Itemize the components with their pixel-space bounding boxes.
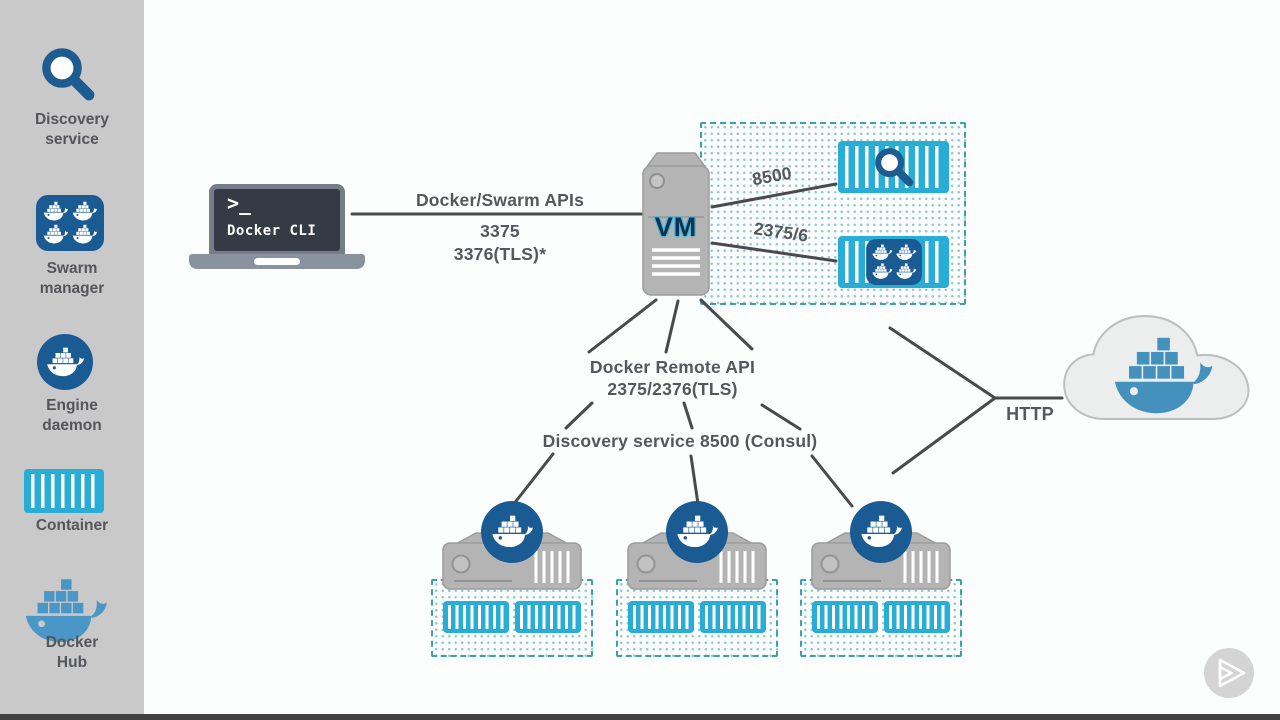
whale-glyph: [860, 515, 902, 549]
edge-label-port-3375: 3375: [480, 221, 520, 241]
swarm-whales-icon: [866, 239, 922, 285]
edge-discovery-to-node2: [689, 454, 700, 506]
container-stripes: [31, 474, 97, 508]
node1-docker-engine-icon: [481, 501, 543, 563]
edge-api-fan-left: [564, 401, 594, 430]
edge-vm-fan-left: [587, 298, 658, 354]
swarm-whales-icon: [36, 194, 104, 252]
node3-container-2: [884, 601, 950, 633]
laptop-base: [189, 254, 365, 269]
node2-container-2: [700, 601, 766, 633]
double-play-icon: [1218, 658, 1246, 688]
edge-label-remote-api-ports: 2375/2376(TLS): [607, 379, 738, 399]
whale-glyph: [46, 347, 84, 378]
container-stripes: [705, 605, 761, 629]
whale-glyph: [676, 515, 718, 549]
docker-cli-label: Docker CLI: [227, 223, 317, 239]
legend-label-engine-daemon: Engine daemon: [42, 397, 102, 434]
edge-label-discovery-consul: Discovery service 8500 (Consul): [542, 431, 818, 451]
edge-discovery-to-node3: [810, 454, 854, 508]
node3-container-1: [812, 601, 878, 633]
terminal-prompt: >_: [227, 191, 252, 215]
edge-label-port-3376-tls: 3376(TLS)*: [453, 244, 547, 264]
legend-label-docker-hub: Docker Hub: [45, 634, 99, 671]
legend-label-container: Container: [35, 517, 109, 534]
legend-label-swarm-manager: Swarm manager: [39, 260, 105, 297]
docker-hub-cloud: [1063, 315, 1250, 420]
swarm-manager-container: [838, 236, 949, 288]
node2-docker-engine-icon: [666, 501, 728, 563]
edge-vm-fan-mid: [664, 299, 680, 354]
terminal-screen: >_ Docker CLI: [214, 189, 340, 251]
edge-label-docker-swarm-apis: Docker/Swarm APIs: [415, 190, 585, 210]
legend-label-discovery-service: Discovery service: [34, 111, 110, 148]
container-stripes: [817, 605, 873, 629]
legend-sidebar: Discovery service Swarm manager Engine d…: [0, 0, 144, 714]
edge-discovery-to-node1: [511, 452, 555, 507]
container-icon: [24, 469, 104, 513]
container-stripes: [448, 605, 504, 629]
edge-swarmbox-to-hub: [888, 326, 997, 400]
docker-whale-icon: [37, 334, 93, 390]
play-button[interactable]: [1204, 648, 1254, 698]
edge-nodes-to-hub: [891, 396, 997, 475]
edge-api-fan-mid: [682, 401, 694, 430]
edge-api-fan-right: [760, 403, 802, 431]
container-stripes: [520, 605, 576, 629]
discovery-service-container: [838, 141, 949, 193]
edge-vm-fan-right: [699, 298, 754, 351]
magnifier-icon: [872, 145, 916, 189]
bottom-bar: [0, 714, 1280, 720]
whale-glyph: [491, 515, 533, 549]
edge-label-http: HTTP: [1006, 404, 1054, 424]
node3-docker-engine-icon: [850, 501, 912, 563]
magnifier-icon: [38, 44, 98, 104]
node1-container-2: [515, 601, 581, 633]
container-stripes: [889, 605, 945, 629]
vm-label: VM: [654, 212, 698, 242]
container-stripes: [633, 605, 689, 629]
edge-label-docker-remote-api: Docker Remote API: [589, 357, 756, 377]
node2-container-1: [628, 601, 694, 633]
laptop-notch: [254, 258, 300, 265]
node1-container-1: [443, 601, 509, 633]
laptop: >_ Docker CLI: [209, 184, 345, 256]
